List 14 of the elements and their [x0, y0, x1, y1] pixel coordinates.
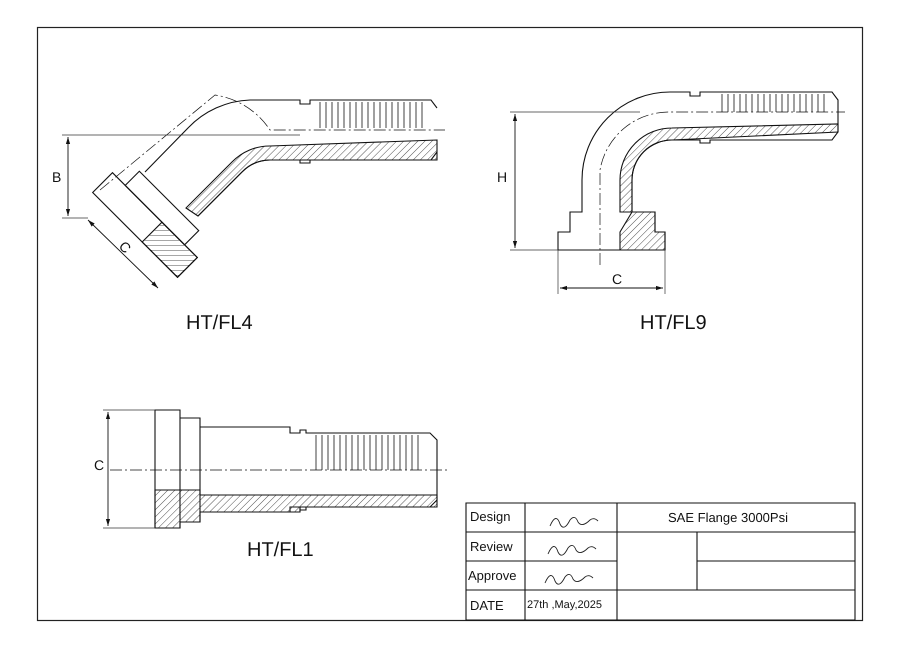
date-value: 27th ,May,2025 — [527, 600, 602, 611]
dimension-label: C — [116, 238, 134, 256]
dimension-label: C — [612, 272, 622, 286]
part-label: HT/FL4 — [186, 313, 253, 333]
dimension-label: B — [52, 170, 62, 184]
drawing-title: SAE Flange 3000Psi — [668, 511, 788, 524]
field-label: Approve — [468, 569, 516, 582]
dimension-label: H — [497, 170, 508, 184]
field-label: Review — [470, 540, 513, 553]
field-label: Design — [470, 510, 510, 523]
part-label: HT/FL9 — [640, 313, 707, 333]
part-label: HT/FL1 — [247, 540, 314, 560]
dimension-label: C — [94, 458, 104, 472]
field-label: DATE — [470, 599, 504, 612]
